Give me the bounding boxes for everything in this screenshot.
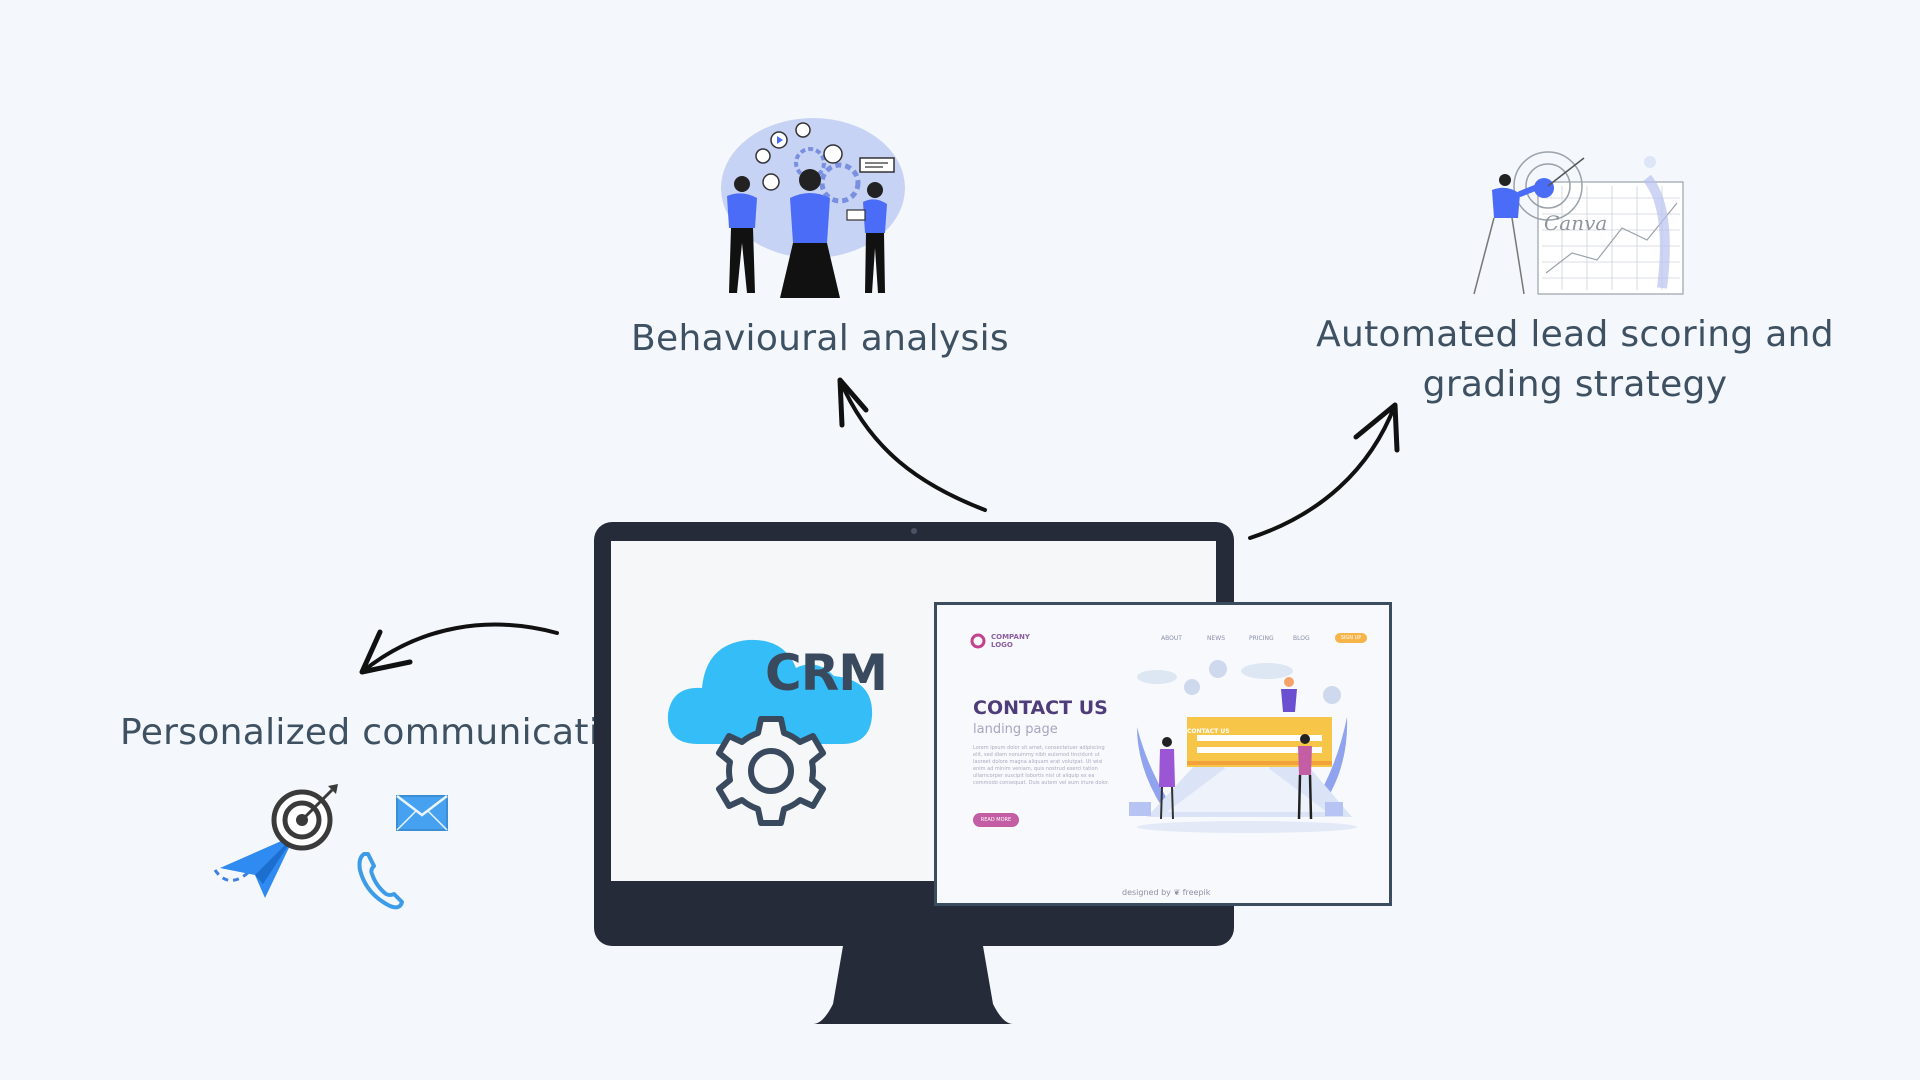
crm-text: CRM [765,644,888,702]
email-icon [396,795,448,831]
gear-icon [819,162,861,204]
cloud-icon [667,639,873,744]
company-logo-text: COMPANY LOGO [991,633,1030,649]
target-icon [1513,151,1583,221]
webcam-dot [911,528,917,534]
bag-icon [755,148,771,164]
monitor-stand [813,946,1013,1024]
label-lead-scoring-line1: Automated lead scoring and [1316,314,1834,355]
label-personalized-communication: Personalized communication [120,712,645,753]
lead-scoring-illustration: Canva [1473,151,1684,295]
heart-icon [762,173,780,191]
paper-plane-icon [213,835,295,898]
behavioural-analysis-illustration [721,118,905,298]
contact-illustration [1129,660,1357,833]
lightbulb-icon [823,144,843,164]
landing-page-mockup: COMPANY LOGO ABOUT NEWS PRICING BLOG SIG… [934,602,1392,906]
canva-watermark: Canva [1544,211,1607,235]
nav-news[interactable]: NEWS [1207,635,1226,642]
label-lead-scoring-line2: grading strategy [1422,364,1728,405]
nav-about[interactable]: ABOUT [1161,635,1182,642]
nav-blog[interactable]: BLOG [1293,635,1310,642]
landing-title: CONTACT US [973,697,1108,719]
landing-body-text: Lorem ipsum dolor sit amet, consectetuer… [973,745,1110,786]
contact-form-title: CONTACT US [1187,728,1230,735]
designed-by-credit: designed by ❦ freepik [1122,888,1211,897]
gear-icon [716,716,826,826]
nav-pricing[interactable]: PRICING [1249,635,1274,642]
read-more-button[interactable]: READ MORE [973,813,1019,827]
landing-subtitle: landing page [973,722,1058,737]
phone-icon [357,852,404,910]
logo-ring-icon [970,633,986,649]
gear-icon [794,147,826,179]
target-icon [271,784,338,851]
globe-bubble-icon [1323,686,1341,704]
phone-bubble-icon [1209,660,1227,678]
signup-button[interactable]: SIGN UP [1335,633,1367,643]
share-icon [795,122,811,138]
message-card-icon [859,157,895,173]
label-behavioural-analysis: Behavioural analysis [631,318,1009,359]
